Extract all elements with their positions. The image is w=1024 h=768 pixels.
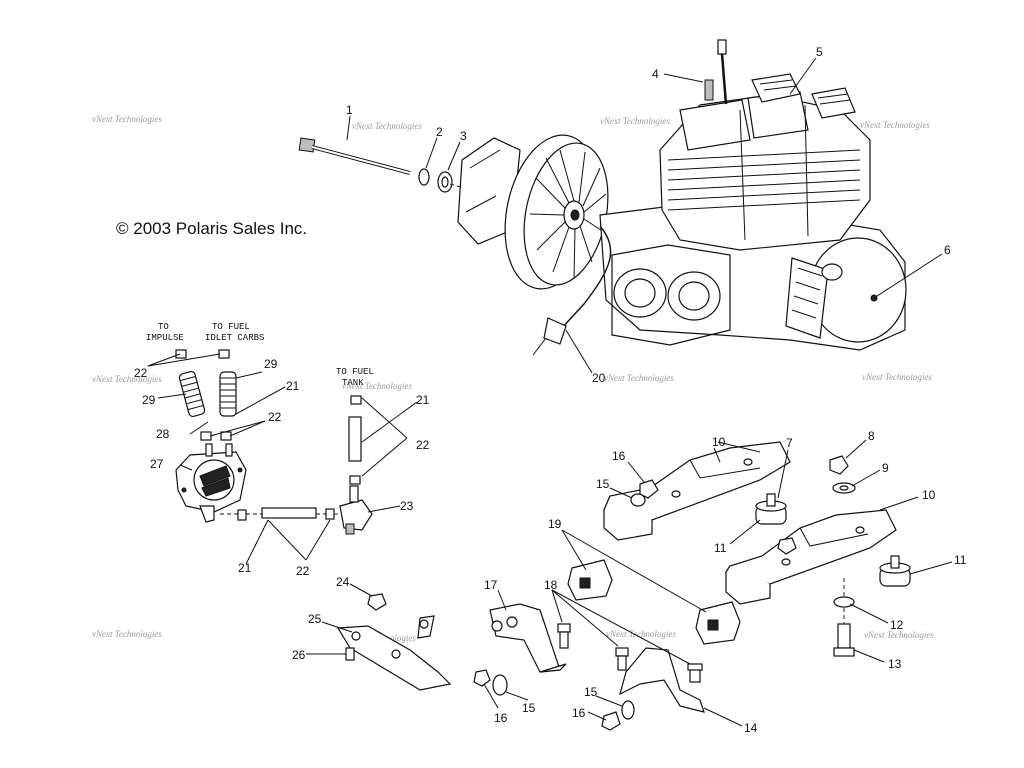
hex-nut (829, 455, 849, 475)
watermark: vNext Technologies (342, 381, 412, 391)
hex-nut (601, 711, 621, 731)
callout-15: 15 (596, 477, 610, 491)
callout-3: 3 (460, 129, 467, 143)
callout-25: 25 (308, 612, 322, 626)
callout-12: 12 (890, 618, 904, 632)
fuel-pump-bracket (336, 615, 452, 691)
engine-mount-bracket (725, 509, 897, 605)
callout-7: 7 (786, 436, 793, 450)
callout-1: 1 (346, 103, 353, 117)
callout-13: 13 (888, 657, 902, 671)
callout-9: 9 (882, 461, 889, 475)
fuel-fitting (334, 485, 373, 535)
washer (492, 674, 508, 696)
copyright-notice: © 2003 Polaris Sales Inc. (116, 219, 307, 238)
callout-22: 22 (296, 564, 310, 578)
primary-clutch (457, 134, 609, 290)
washer (418, 168, 430, 186)
mount-bracket-14 (619, 647, 705, 713)
callout-27: 27 (150, 457, 164, 471)
engine-block (532, 39, 907, 356)
callout-29: 29 (264, 357, 278, 371)
bolt (557, 623, 571, 649)
hose-label-to-impulse: TO (158, 322, 169, 332)
callout-11: 11 (954, 553, 967, 567)
washer (630, 493, 646, 507)
callout-22: 22 (416, 438, 430, 452)
callout-22: 22 (134, 366, 148, 380)
fuel-line (261, 507, 317, 519)
watermark: vNext Technologies (352, 121, 422, 131)
hose-label-to-impulse: IMPULSE (146, 333, 184, 343)
rubber-mount (755, 493, 787, 525)
engine-mounts (336, 441, 911, 731)
callout-17: 17 (484, 578, 498, 592)
hex-nut (367, 593, 387, 611)
callout-14: 14 (744, 721, 758, 735)
hose-label-to-carbs: IDLET CARBS (205, 333, 264, 343)
callout-16: 16 (572, 706, 586, 720)
callout-16: 16 (494, 711, 508, 725)
callout-2: 2 (436, 125, 443, 139)
watermark: vNext Technologies (92, 374, 162, 384)
hex-nut (473, 669, 491, 687)
fuel-line (348, 416, 362, 462)
callout-21: 21 (286, 379, 300, 393)
callout-24: 24 (336, 575, 350, 589)
watermark: vNext Technologies (600, 116, 670, 126)
fuel-pump-assembly: TO IMPULSE TO FUEL IDLET CARBS TO FUEL T… (146, 322, 374, 535)
hex-nut (639, 479, 659, 499)
engine-mount-bracket (603, 441, 791, 541)
callout-19: 19 (548, 517, 562, 531)
hose-clamp (218, 349, 230, 359)
washer (833, 596, 855, 608)
callout-4: 4 (652, 67, 659, 81)
leader-lines (147, 57, 953, 727)
damper-block (695, 601, 741, 645)
callout-22: 22 (268, 410, 282, 424)
callout-21: 21 (416, 393, 430, 407)
callout-15: 15 (522, 701, 536, 715)
rubber-mount (879, 555, 911, 587)
hose-label-to-tank: TANK (342, 378, 364, 388)
fuel-hose-corrugated (219, 371, 237, 417)
watermark: vNext Technologies (864, 630, 934, 640)
engine-assembly (298, 39, 907, 356)
mount-bracket-17 (489, 603, 567, 673)
callout-10: 10 (922, 488, 936, 502)
callout-11: 11 (714, 541, 727, 555)
hose-clamp (175, 349, 187, 359)
callout-16: 16 (612, 449, 626, 463)
hex-nut (777, 537, 797, 555)
hose-label-to-carbs: TO FUEL (212, 322, 250, 332)
fuel-pump (175, 443, 247, 523)
watermark: vNext Technologies (92, 114, 162, 124)
callout-numbers: 1 2 3 4 5 6 7 8 9 10 10 11 11 12 13 14 1… (134, 45, 967, 735)
watermark: vNext Technologies (604, 373, 674, 383)
callout-29: 29 (142, 393, 156, 407)
callout-5: 5 (816, 45, 823, 59)
callout-15: 15 (584, 685, 598, 699)
callout-28: 28 (156, 427, 170, 441)
callout-23: 23 (400, 499, 414, 513)
callout-18: 18 (544, 578, 558, 592)
callout-6: 6 (944, 243, 951, 257)
callout-20: 20 (592, 371, 606, 385)
bolt (837, 623, 851, 649)
watermark: vNext Technologies (606, 629, 676, 639)
callout-10: 10 (712, 435, 726, 449)
watermark: vNext Technologies (860, 120, 930, 130)
callout-26: 26 (292, 648, 306, 662)
damper-block (567, 559, 613, 601)
bolt (615, 647, 629, 671)
impulse-hose (178, 370, 206, 418)
callout-21: 21 (238, 561, 252, 575)
callout-8: 8 (868, 429, 875, 443)
washer (621, 700, 635, 720)
clutch-bolt (298, 137, 411, 175)
watermark: vNext Technologies (92, 629, 162, 639)
watermark: vNext Technologies (862, 372, 932, 382)
hose-label-to-tank: TO FUEL (336, 367, 374, 377)
